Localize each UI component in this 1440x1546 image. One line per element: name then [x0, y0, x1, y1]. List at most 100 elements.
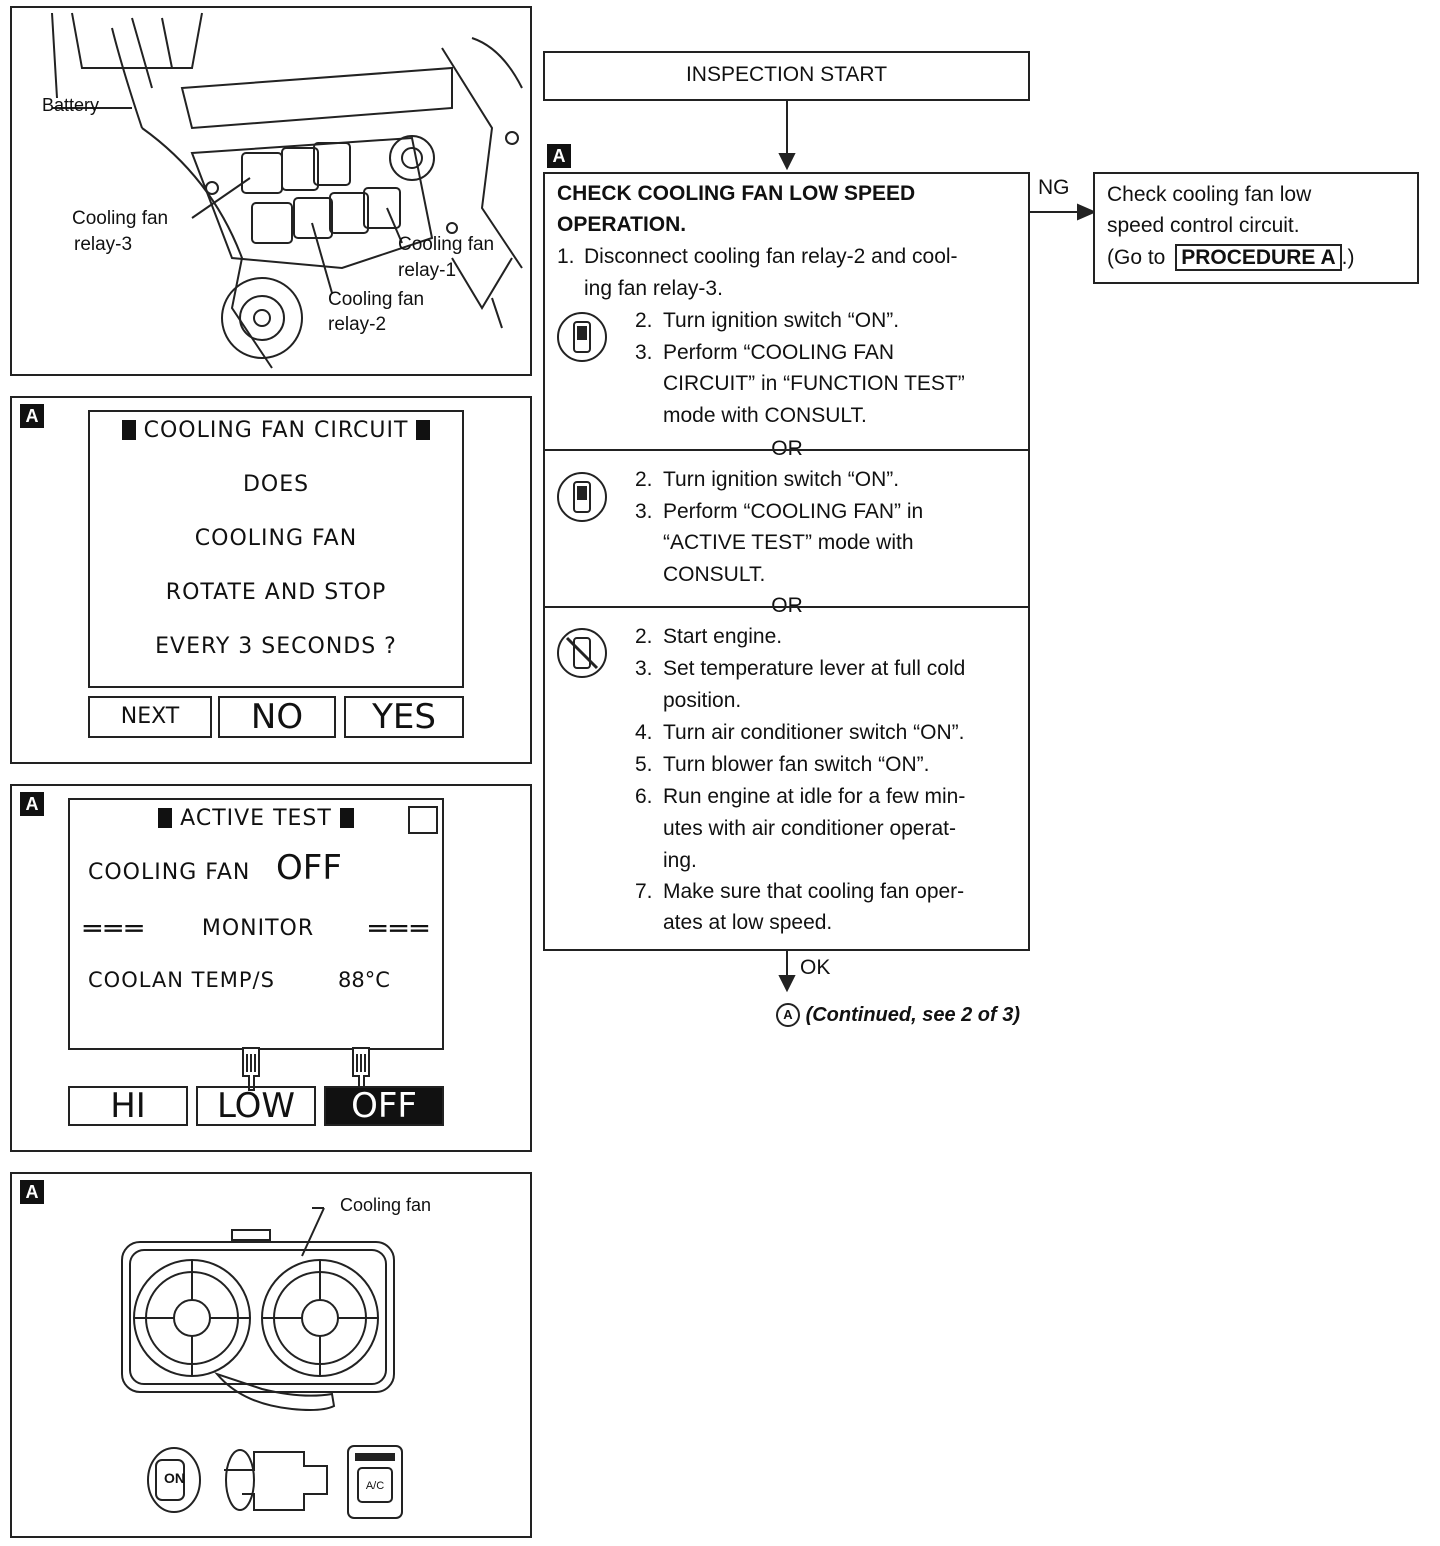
hi-button[interactable]: HI	[68, 1086, 188, 1126]
cooling-fan-label: Cooling fan	[340, 1195, 432, 1215]
consult-active-test-panel: A ACTIVE TEST COOLING FAN OFF ═══ MONITO…	[10, 784, 532, 1152]
or-label: OR	[771, 437, 803, 460]
ignition-on-label: ON	[164, 1470, 185, 1486]
screen-title: COOLING FAN CIRCUIT	[143, 418, 409, 443]
block-marker	[121, 420, 136, 440]
yes-button[interactable]: YES	[344, 696, 464, 738]
item-value: OFF	[276, 848, 342, 888]
ng-text-line2: speed control circuit.	[1107, 214, 1300, 237]
section-separator	[545, 606, 1028, 608]
check-box	[543, 172, 1030, 951]
low-button[interactable]: LOW	[196, 1086, 316, 1126]
step-number: 3.	[635, 341, 653, 364]
section-separator	[545, 449, 1028, 451]
check-title-line2: OPERATION.	[557, 213, 687, 236]
step-text: Turn blower fan switch “ON”.	[663, 753, 930, 776]
step-text: Set temperature lever at full cold	[663, 657, 966, 680]
relay3-label-line1: Cooling fan	[72, 208, 169, 229]
step-text: Make sure that cooling fan oper-	[663, 880, 965, 903]
step1-number: 1.	[557, 245, 575, 268]
step-text: ates at low speed.	[663, 911, 833, 934]
goto-suffix: .)	[1341, 246, 1355, 269]
pointer-hand-icon	[242, 1047, 260, 1091]
ng-result-box: Check cooling fan low speed control circ…	[1093, 172, 1419, 284]
relay2-label-line1: Cooling fan	[328, 289, 425, 310]
no-button[interactable]: NO	[218, 696, 336, 738]
step-text: Turn ignition switch “ON”.	[663, 468, 900, 491]
consult-tool-icon	[557, 472, 607, 522]
step1-line1: Disconnect cooling fan relay-2 and cool-	[584, 245, 958, 268]
relay1-label-line2: relay-1	[398, 260, 457, 281]
double-rule: ═══	[369, 912, 432, 945]
inspection-start-box: INSPECTION START	[543, 51, 1030, 101]
monitor-row: ═══ MONITOR ═══	[84, 912, 432, 945]
screen-line: EVERY 3 SECONDS ?	[155, 634, 397, 659]
ng-label: NG	[1038, 176, 1070, 199]
step-number: 7.	[635, 880, 653, 903]
step-number: 3.	[635, 500, 653, 523]
continued-row: A (Continued, see 2 of 3)	[776, 1002, 1020, 1028]
battery-label: Battery	[42, 95, 100, 115]
sensor-value: 88°C	[338, 968, 390, 992]
active-test-screen: ACTIVE TEST COOLING FAN OFF ═══ MONITOR …	[68, 798, 444, 1050]
inspection-start-text: INSPECTION START	[685, 63, 888, 86]
section-tag-a: A	[20, 1180, 44, 1204]
off-button-selected[interactable]: OFF	[324, 1086, 444, 1126]
step-text: utes with air conditioner operat-	[663, 817, 956, 840]
item-label: COOLING FAN	[88, 860, 251, 885]
check-title-line1: CHECK COOLING FAN LOW SPEED	[557, 182, 916, 205]
block-marker	[339, 808, 354, 828]
screen-line: ROTATE AND STOP	[165, 580, 387, 605]
procedure-a-link[interactable]: PROCEDURE A	[1175, 244, 1342, 271]
consult-tool-icon	[557, 312, 607, 362]
step1-line2: ing fan relay-3.	[584, 277, 723, 300]
step-number: 6.	[635, 785, 653, 808]
step-number: 5.	[635, 753, 653, 776]
step-number: 2.	[635, 468, 653, 491]
screen-checkbox[interactable]	[408, 806, 438, 834]
step-text: “ACTIVE TEST” mode with	[663, 531, 914, 554]
double-rule: ═══	[84, 912, 147, 945]
sensor-label: COOLAN TEMP/S	[88, 968, 275, 992]
screen-line: COOLING FAN	[194, 526, 358, 551]
goto-line: (Go to PROCEDURE A.)	[1107, 242, 1354, 273]
ng-text-line1: Check cooling fan low	[1107, 183, 1312, 206]
consult-function-test-panel: A COOLING FAN CIRCUIT DOES COOLING FAN R…	[10, 396, 532, 764]
screen-line: DOES	[242, 472, 310, 497]
relay-location-figure: Battery Cooling fan relay-3 Cooling fan …	[10, 6, 532, 376]
step-text: Perform “COOLING FAN” in	[663, 500, 924, 523]
goto-prefix: (Go to	[1107, 246, 1166, 269]
step-text: Turn ignition switch “ON”.	[663, 309, 900, 332]
step-number: 2.	[635, 309, 653, 332]
screen-title: ACTIVE TEST	[180, 806, 332, 831]
section-tag-a: A	[20, 404, 44, 428]
monitor-label: MONITOR	[201, 916, 315, 941]
step-text: Run engine at idle for a few min-	[663, 785, 966, 808]
flow-tag-a: A	[547, 144, 571, 168]
cooling-fan-figure: A Cooling fan ON A/C	[10, 1172, 532, 1538]
step-text: Turn air conditioner switch “ON”.	[663, 721, 965, 744]
step-number: 4.	[635, 721, 653, 744]
circled-a-marker: A	[776, 1003, 800, 1027]
consult-screen: COOLING FAN CIRCUIT DOES COOLING FAN ROT…	[88, 410, 464, 688]
continued-link[interactable]: (Continued, see 2 of 3)	[805, 1004, 1021, 1026]
step-text: Start engine.	[663, 625, 783, 648]
step-text: CONSULT.	[663, 563, 766, 586]
screen-title-row: COOLING FAN CIRCUIT	[90, 418, 462, 443]
relay2-label-line2: relay-2	[328, 314, 387, 335]
relay1-label-line1: Cooling fan	[398, 234, 495, 255]
step-text: position.	[663, 689, 742, 712]
ok-label: OK	[800, 956, 831, 979]
step-text: CIRCUIT” in “FUNCTION TEST”	[663, 372, 965, 395]
block-marker	[416, 420, 431, 440]
fan-assembly-drawing	[121, 1207, 403, 1519]
next-button[interactable]: NEXT	[88, 696, 212, 738]
step-text: mode with CONSULT.	[663, 404, 867, 427]
step-text: ing.	[663, 849, 697, 872]
no-consult-icon	[557, 628, 607, 678]
section-tag-a: A	[20, 792, 44, 816]
step-number: 3.	[635, 657, 653, 680]
or-label: OR	[771, 594, 803, 617]
engine-bay-drawing	[51, 12, 523, 369]
screen-title-row: ACTIVE TEST	[70, 806, 442, 831]
